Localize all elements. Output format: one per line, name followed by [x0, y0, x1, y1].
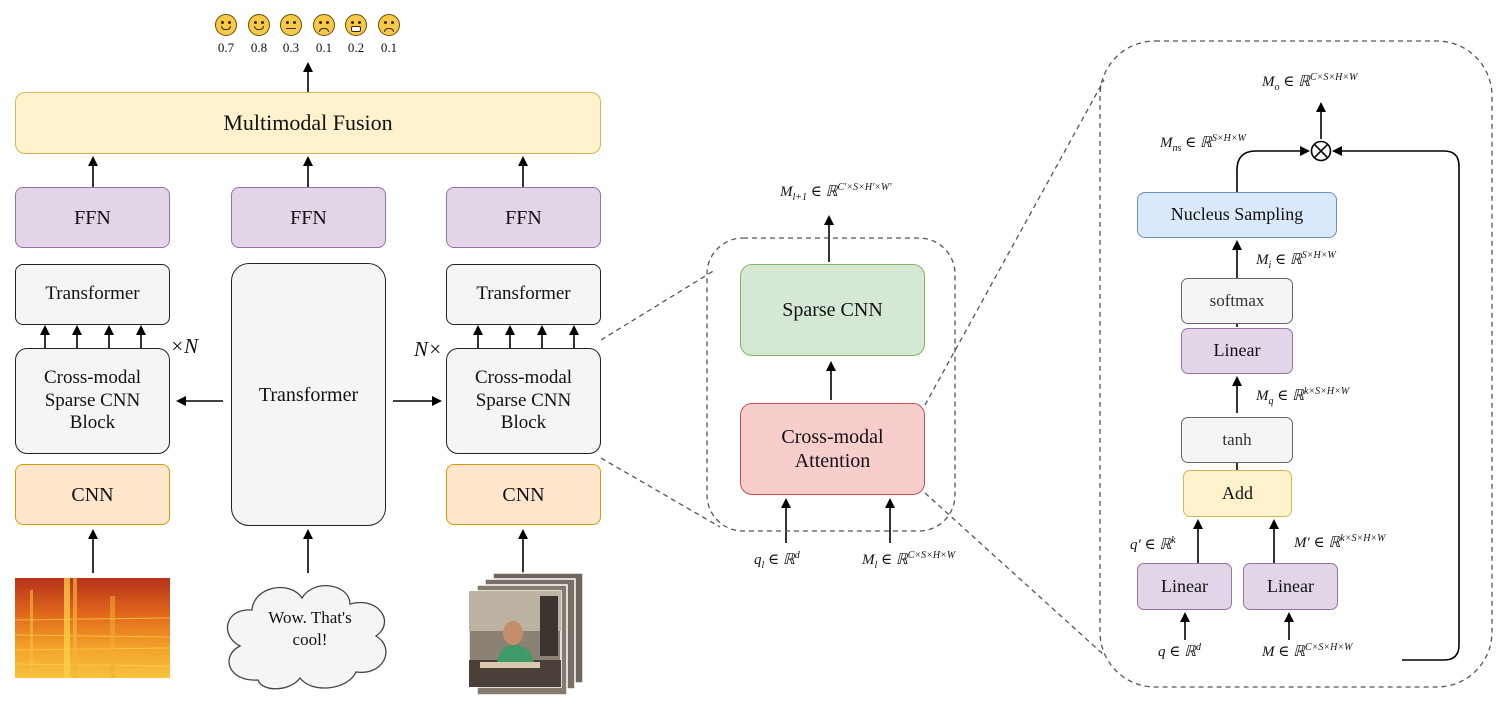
query-vector-label: ql ∈ ℝd [754, 550, 800, 571]
emotion-score: 0.1 [380, 40, 398, 55]
emotion-score: 0.3 [282, 40, 300, 55]
video-frames-image [468, 572, 584, 696]
block-zoom-frame [706, 237, 956, 532]
input-map-label: M ∈ ℝC×S×H×W [1262, 642, 1353, 660]
text-input-cloud [226, 585, 387, 690]
video-repeat-label: N× [414, 337, 443, 361]
query-map-label: Mq ∈ ℝk×S×H×W [1256, 386, 1350, 407]
sparse-cnn-block-video: Cross-modal Sparse CNN Block [446, 348, 601, 454]
linear-map-box: Linear [1243, 563, 1338, 610]
add-box: Add [1183, 470, 1292, 517]
transformer-audio-box: Transformer [15, 264, 170, 325]
emotion-score: 0.8 [250, 40, 268, 55]
neutral-face-icon [280, 14, 302, 36]
spectrogram-image [14, 578, 171, 678]
output-feature-label: Ml+1 ∈ ℝC′×S×H′×W′ [780, 182, 892, 203]
emotion-score: 0.2 [347, 40, 365, 55]
smiling-face-icon [248, 14, 270, 36]
laughing-face-icon [215, 14, 237, 36]
input-query-label: q ∈ ℝd [1158, 642, 1201, 660]
sparse-cnn-block-audio: Cross-modal Sparse CNN Block [15, 348, 170, 454]
sad-face-icon [313, 14, 335, 36]
cnn-audio-box: CNN [15, 464, 170, 525]
text-input-label: Wow. That's cool! [268, 607, 352, 649]
projected-map-label: M′ ∈ ℝk×S×H×W [1294, 533, 1386, 551]
linear-top-box: Linear [1181, 328, 1293, 374]
transformer-text-box: Transformer [231, 263, 386, 526]
emotion-score: 0.7 [217, 40, 235, 55]
ffn-video-box: FFN [446, 187, 601, 248]
feature-map-label: Ml ∈ ℝC×S×H×W [862, 550, 956, 571]
linear-query-box: Linear [1137, 563, 1232, 610]
tanh-box: tanh [1181, 417, 1293, 463]
softmax-box: softmax [1181, 278, 1293, 324]
sampled-mask-label: Mns ∈ ℝS×H×W [1160, 133, 1246, 154]
cross-modal-attention-box: Cross-modal Attention [740, 403, 925, 495]
projected-query-label: q′ ∈ ℝk [1130, 535, 1176, 553]
nucleus-sampling-box: Nucleus Sampling [1137, 192, 1337, 238]
output-map-label: Mo ∈ ℝC×S×H×W [1262, 72, 1358, 93]
grimacing-face-icon [345, 14, 367, 36]
sparse-cnn-box: Sparse CNN [740, 264, 925, 356]
ffn-audio-box: FFN [15, 187, 170, 248]
frowning-face-icon [378, 14, 400, 36]
audio-repeat-label: ×N [170, 334, 199, 358]
cnn-video-box: CNN [446, 464, 601, 525]
emotion-score: 0.1 [315, 40, 333, 55]
ffn-text-box: FFN [231, 187, 386, 248]
multimodal-fusion-box: Multimodal Fusion [15, 92, 601, 154]
importance-map-label: Mi ∈ ℝS×H×W [1256, 250, 1336, 271]
transformer-video-box: Transformer [446, 264, 601, 325]
